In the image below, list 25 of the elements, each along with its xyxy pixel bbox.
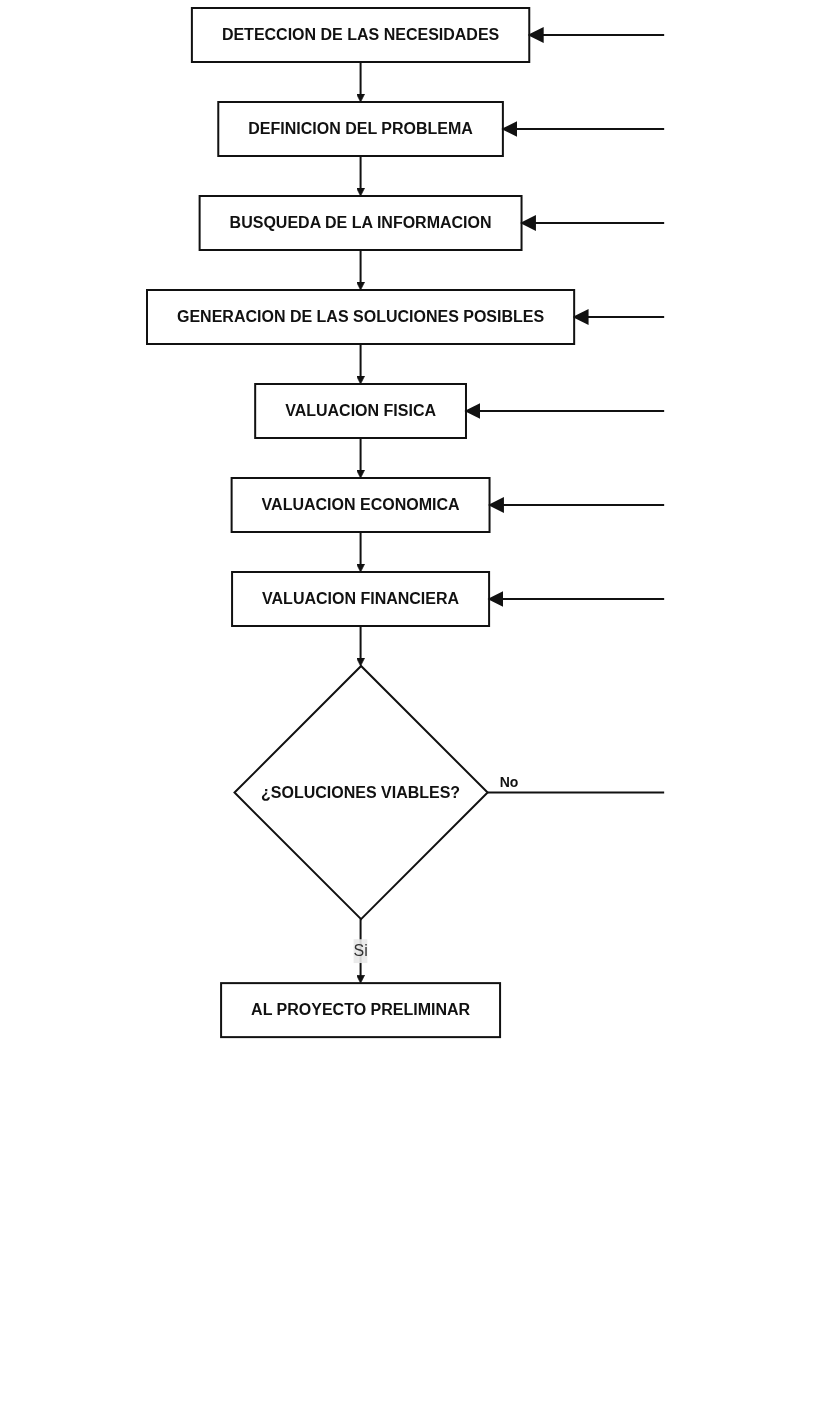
edge-label: No (500, 773, 519, 790)
arrow (573, 309, 666, 325)
arrow (488, 497, 666, 513)
arrow (528, 27, 666, 43)
arrow (356, 531, 366, 573)
arrow (356, 61, 366, 103)
arrow (520, 215, 666, 231)
node-box: DETECCION DE LAS NECESIDADES (191, 7, 531, 63)
node-box: AL PROYECTO PRELIMINAR (220, 982, 502, 1039)
node-box: DEFINICION DEL PROBLEMA (217, 101, 505, 157)
edge-label: Si (353, 942, 369, 960)
arrow (464, 403, 666, 419)
node-box: BUSQUEDA DE LA INFORMACION (199, 195, 523, 251)
node-box: VALUACION FINANCIERA (231, 571, 491, 627)
node-diamond: ¿SOLUCIONES VIABLES? (233, 664, 490, 921)
node-box: VALUACION ECONOMICA (231, 477, 491, 533)
arrow (356, 249, 366, 291)
arrow (356, 625, 366, 667)
arrow (356, 343, 366, 385)
arrow (356, 437, 366, 479)
arrow (356, 155, 366, 197)
arrow (501, 121, 666, 137)
arrow (487, 591, 666, 607)
node-box: VALUACION FISICA (254, 383, 468, 439)
node-box: GENERACION DE LAS SOLUCIONES POSIBLES (146, 289, 576, 345)
